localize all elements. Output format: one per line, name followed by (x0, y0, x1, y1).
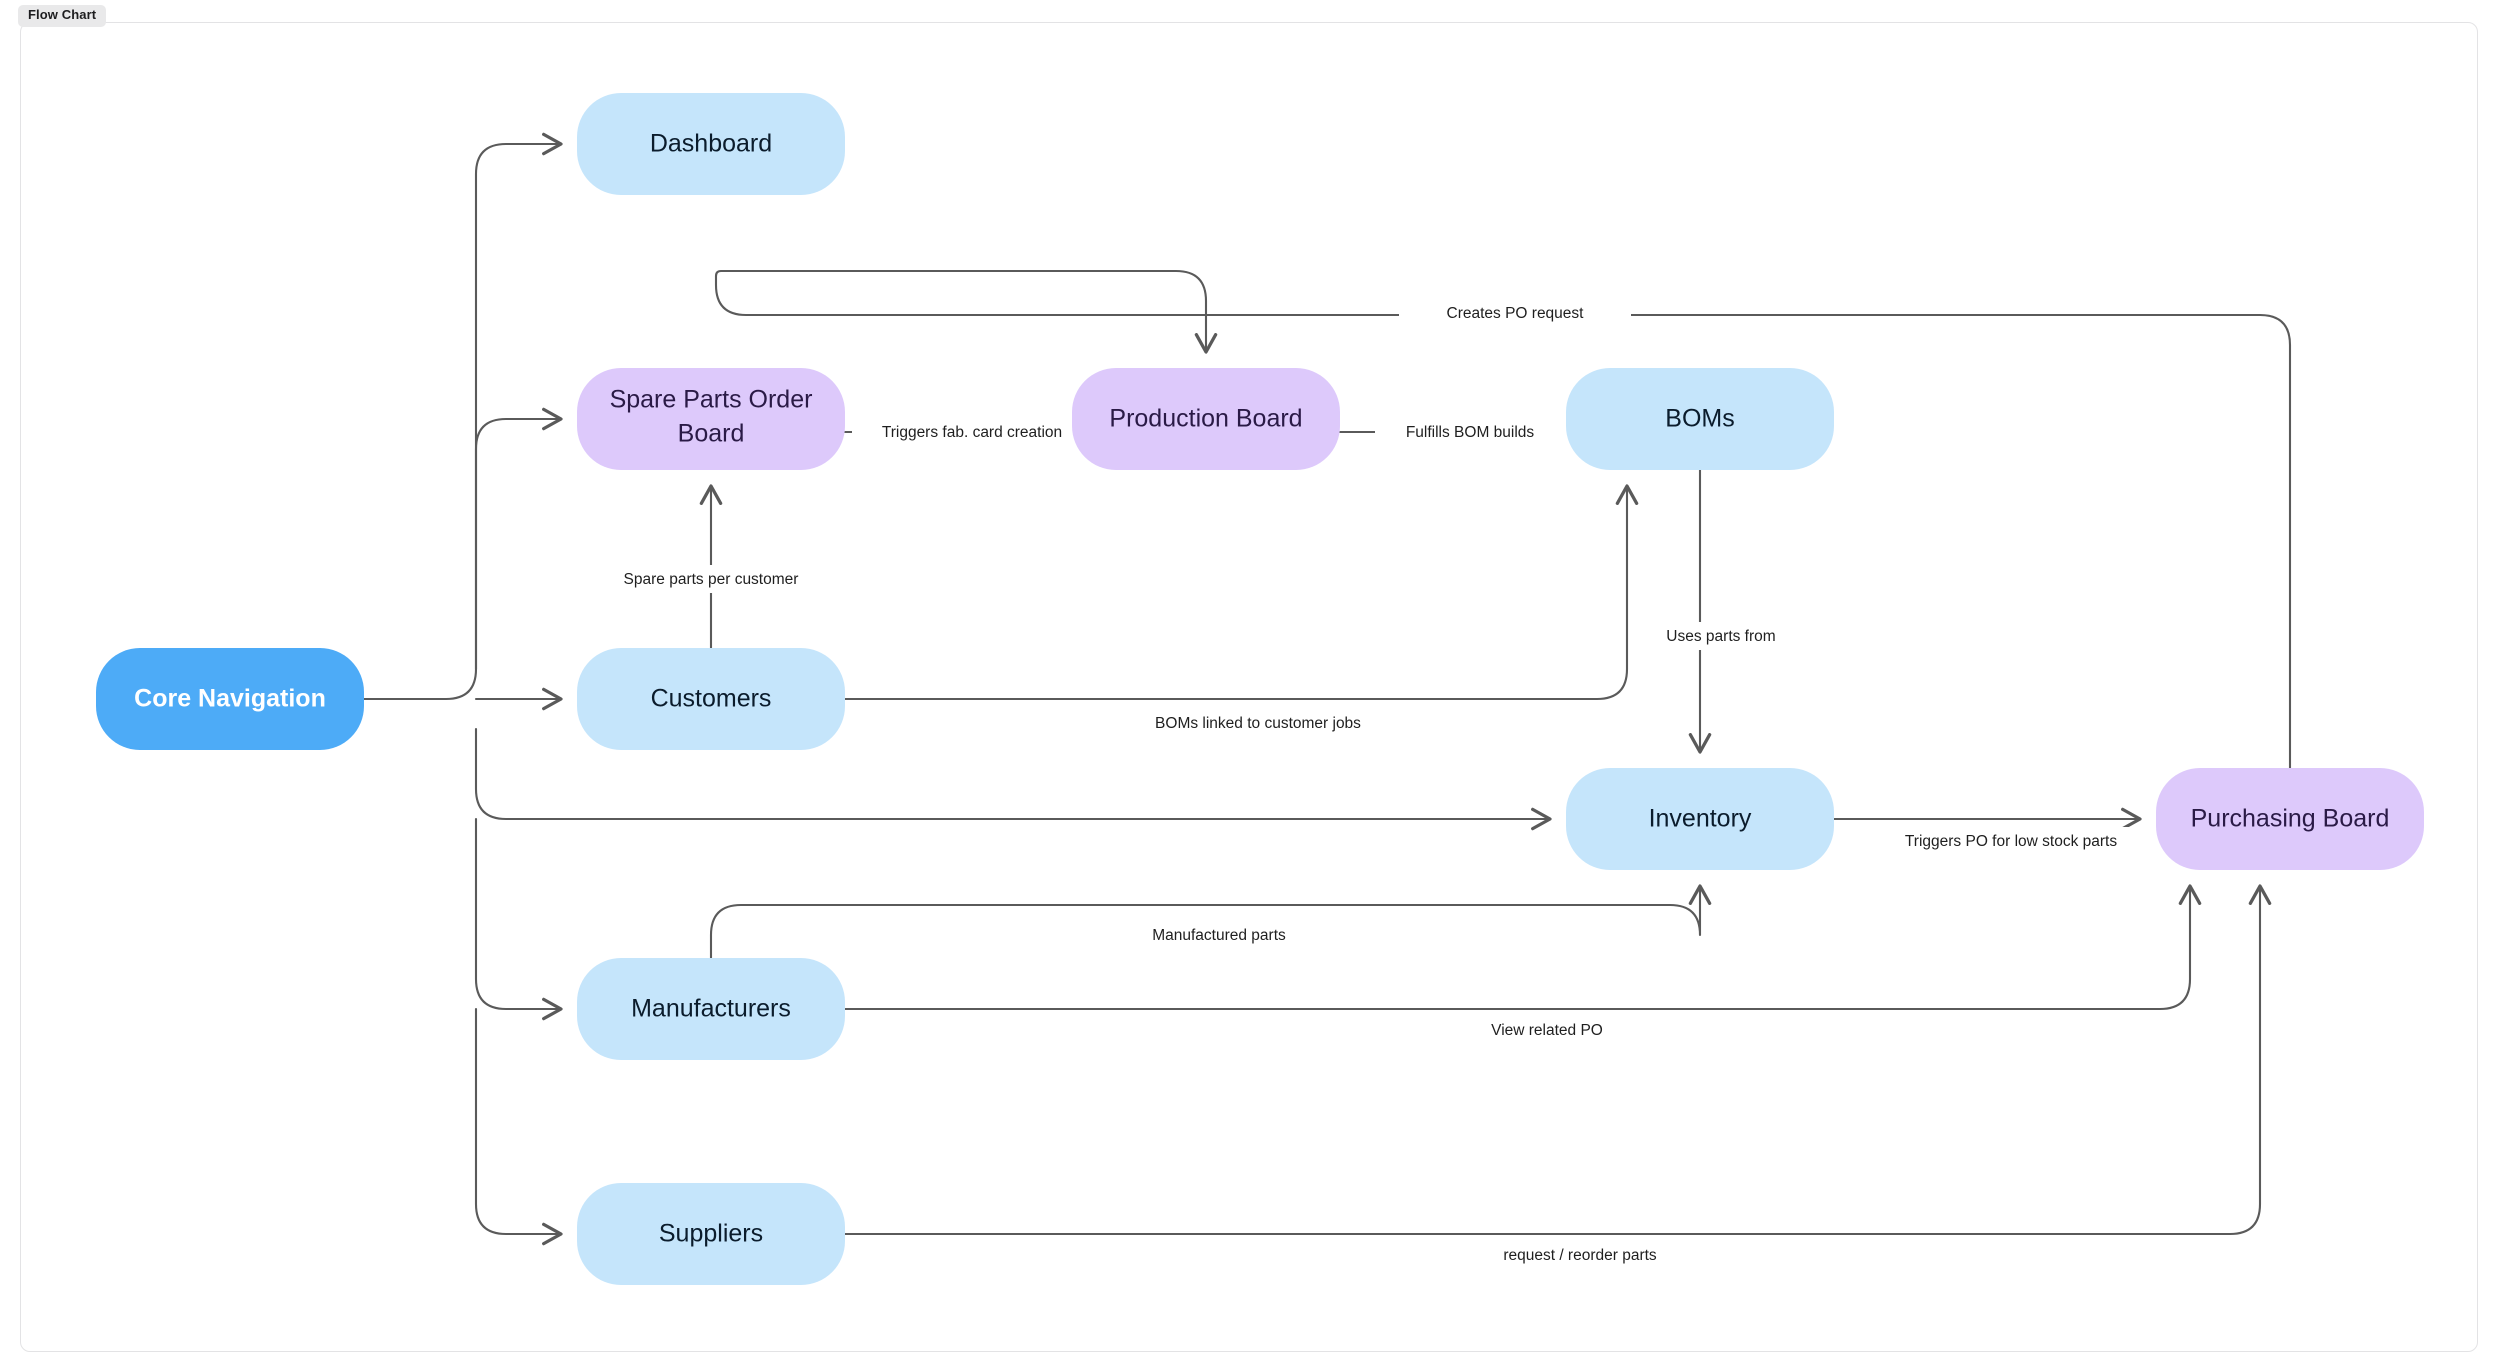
node-spare-parts-order-board-shape[interactable] (577, 368, 845, 470)
edge-purchasing-to-production-visible[interactable] (714, 269, 2292, 770)
node-core-navigation[interactable]: Core Navigation (96, 648, 364, 750)
node-spare-parts-order-board[interactable]: Spare Parts Order Board (577, 368, 845, 470)
edge-layer (362, 132, 2292, 1246)
node-customers[interactable]: Customers (577, 648, 845, 750)
node-suppliers[interactable]: Suppliers (577, 1183, 845, 1285)
edge-label-spare-parts-per-customer: Spare parts per customer (624, 571, 799, 588)
edge-customers-to-boms[interactable] (843, 484, 1639, 701)
edge-label-bg-triggers-fab (852, 418, 1092, 446)
node-manufacturers[interactable]: Manufacturers (577, 958, 845, 1060)
edge-label-view-related-po: View related PO (1491, 1022, 1603, 1039)
edge-core-to-manufacturers[interactable] (474, 817, 563, 1021)
node-dashboard[interactable]: Dashboard (577, 93, 845, 195)
node-customers-label: Customers (651, 685, 772, 713)
node-purchasing-board-shape[interactable] (2156, 768, 2424, 870)
node-boms[interactable]: BOMs (1566, 368, 1834, 470)
edge-label-fulfills-bom-builds: Fulfills BOM builds (1406, 424, 1535, 441)
flowchart-svg: Creates PO request Triggers fab. card cr… (96, 93, 2424, 1285)
node-spare-parts-order-board-label-line2: Board (678, 420, 745, 448)
node-production-board-label: Production Board (1109, 405, 1302, 433)
edge-label-bg-view-related-po (1468, 1016, 1626, 1044)
node-layer: Core Navigation Dashboard Spare Parts Or… (96, 93, 2424, 1285)
node-production-board-shape[interactable] (1072, 368, 1340, 470)
edge-core-to-inventory[interactable] (474, 727, 1552, 831)
edge-label-request-reorder-parts: request / reorder parts (1503, 1247, 1657, 1264)
node-boms-label: BOMs (1665, 405, 1734, 433)
edge-suppliers-to-purchasing[interactable] (843, 884, 2272, 1236)
edge-manufacturers-to-inventory[interactable] (709, 884, 1712, 960)
node-inventory-label: Inventory (1649, 805, 1752, 833)
node-core-navigation-label: Core Navigation (134, 685, 326, 713)
edge-label-bg-request-reorder (1473, 1241, 1687, 1269)
edge-label-bg-fulfills (1375, 418, 1565, 446)
node-dashboard-shape[interactable] (577, 93, 845, 195)
node-purchasing-board[interactable]: Purchasing Board (2156, 768, 2424, 870)
edge-label-manufactured-parts: Manufactured parts (1152, 927, 1286, 944)
edge-core-to-spare[interactable] (474, 407, 563, 671)
edge-label-creates-po-request: Creates PO request (1447, 305, 1585, 322)
edge-label-triggers-fab-card-creation: Triggers fab. card creation (882, 424, 1062, 441)
node-production-board[interactable]: Production Board (1072, 368, 1340, 470)
edge-label-bg-triggers-po (1871, 827, 2151, 855)
edge-core-to-dashboard[interactable] (362, 132, 563, 701)
edge-label-boms-linked-to-customer-jobs: BOMs linked to customer jobs (1155, 715, 1361, 732)
edge-label-triggers-po-for-low-stock-parts: Triggers PO for low stock parts (1905, 833, 2117, 850)
tab-strip: Flow Chart (18, 5, 107, 27)
node-suppliers-shape[interactable] (577, 1183, 845, 1285)
node-core-navigation-shape[interactable] (96, 648, 364, 750)
edge-label-bg-uses-parts (1646, 622, 1796, 650)
edge-label-layer: Creates PO request Triggers fab. card cr… (598, 299, 2151, 1269)
node-purchasing-board-label: Purchasing Board (2191, 805, 2390, 833)
edge-core-to-suppliers[interactable] (474, 1007, 563, 1246)
edge-manufacturers-to-purchasing[interactable] (843, 884, 2202, 1011)
node-manufacturers-shape[interactable] (577, 958, 845, 1060)
edge-label-bg-spare-per-customer (598, 565, 824, 593)
node-customers-shape[interactable] (577, 648, 845, 750)
node-suppliers-label: Suppliers (659, 1220, 763, 1248)
tab-flow-chart[interactable]: Flow Chart (18, 5, 107, 27)
edge-label-bg-creates-po (1399, 299, 1631, 327)
node-inventory-shape[interactable] (1566, 768, 1834, 870)
flowchart-canvas[interactable]: Creates PO request Triggers fab. card cr… (20, 22, 2478, 1352)
edge-label-bg-manufactured-parts (1119, 921, 1319, 949)
edge-label-bg-boms-linked (1121, 709, 1395, 737)
node-boms-shape[interactable] (1566, 368, 1834, 470)
node-spare-parts-order-board-label-line1: Spare Parts Order (610, 386, 813, 414)
node-inventory[interactable]: Inventory (1566, 768, 1834, 870)
node-manufacturers-label: Manufacturers (631, 995, 791, 1023)
node-dashboard-label: Dashboard (650, 130, 772, 158)
edge-label-uses-parts-from: Uses parts from (1666, 628, 1775, 645)
